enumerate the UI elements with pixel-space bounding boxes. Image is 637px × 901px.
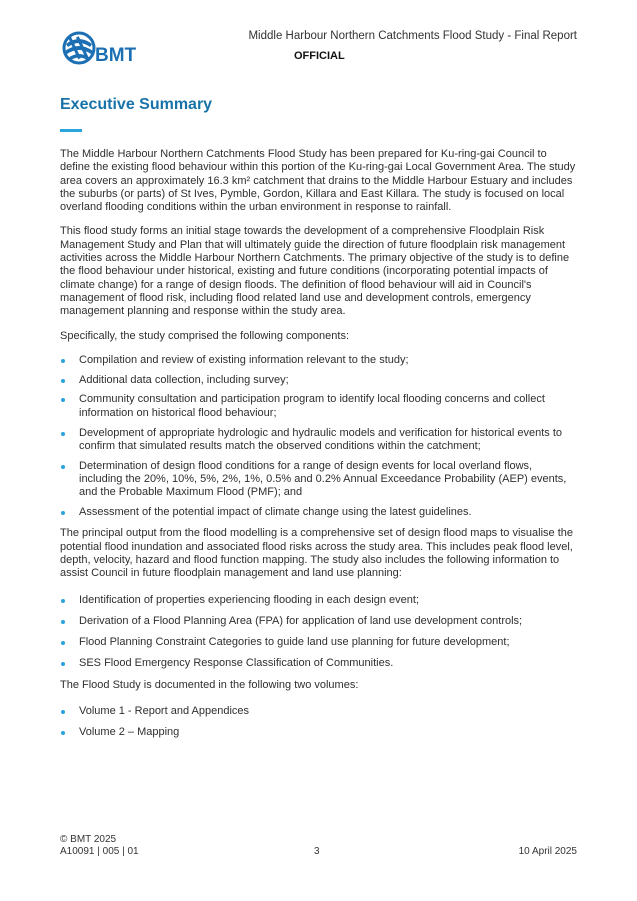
executive-summary-body: The Middle Harbour Northern Catchments F… [60,148,577,748]
outputs-list: Identification of properties experiencin… [60,594,577,671]
bullet-icon [61,731,65,736]
bullet-icon [61,358,65,363]
document-title: Middle Harbour Northern Catchments Flood… [248,30,577,42]
bullet-icon [61,710,65,714]
list-item: Volume 1 - Report and Appendices [60,705,577,718]
list-item: Assessment of the potential impact of cl… [60,506,577,519]
intro-paragraph-2: This flood study forms an initial stage … [60,225,570,318]
bmt-logo: BMT [60,28,150,70]
bullet-icon [61,619,65,624]
volumes-list: Volume 1 - Report and Appendices Volume … [60,705,577,740]
bullet-icon [61,431,65,436]
logo-text: BMT [95,45,137,66]
list-item: Community consultation and participation… [60,393,577,420]
bullet-icon [61,641,65,646]
components-list: Compilation and review of existing infor… [60,354,577,519]
output-paragraph: The principal output from the flood mode… [60,527,574,580]
document-reference: A10091 | 005 | 01 [60,846,139,857]
bullet-icon [61,511,65,516]
list-item: Volume 2 – Mapping [60,726,577,739]
list-item: Determination of design flood conditions… [60,460,577,500]
list-item: SES Flood Emergency Response Classificat… [60,657,577,670]
bullet-icon [61,598,65,603]
title-accent-bar [60,129,82,132]
intro-paragraph-1: The Middle Harbour Northern Catchments F… [60,148,576,214]
list-item: Compilation and review of existing infor… [60,354,577,367]
page-footer: © BMT 2025 A10091 | 005 | 01 3 10 April … [60,834,577,858]
document-date: 10 April 2025 [518,846,577,857]
classification-label: OFFICIAL [294,50,345,62]
volumes-intro: The Flood Study is documented in the fol… [60,678,359,691]
list-item: Identification of properties experiencin… [60,594,577,607]
bmt-logo-icon: BMT [62,31,137,66]
bullet-icon [61,464,65,469]
bullet-icon [61,398,65,403]
list-item: Derivation of a Flood Planning Area (FPA… [60,615,577,628]
copyright: © BMT 2025 [60,834,117,845]
list-item: Development of appropriate hydrologic an… [60,427,577,454]
page-number: 3 [314,846,320,857]
list-item: Flood Planning Constraint Categories to … [60,636,577,649]
section-title: Executive Summary [60,96,213,113]
list-item: Additional data collection, including su… [60,374,577,387]
intro-paragraph-3: Specifically, the study comprised the fo… [60,329,349,342]
bullet-icon [61,378,65,383]
bullet-icon [61,662,65,667]
